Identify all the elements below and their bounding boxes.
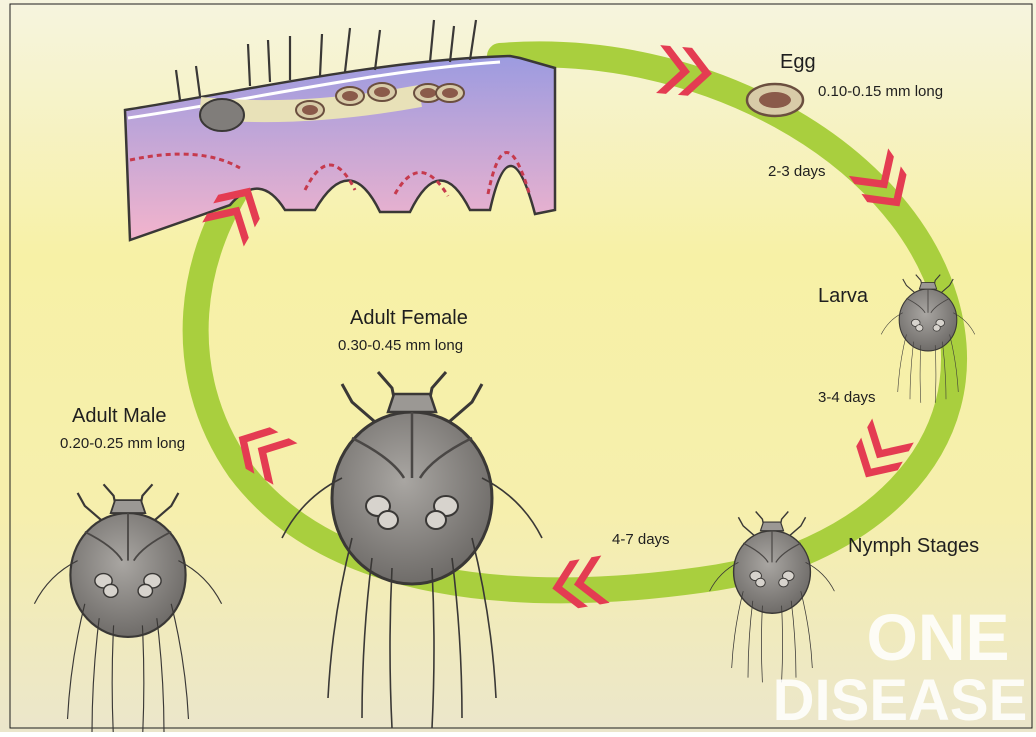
- duration-egg-to-larva: 2-3 days: [768, 163, 826, 180]
- duration-larva-to-nymph: 3-4 days: [818, 389, 876, 406]
- adult-female-label: Adult Female: [350, 307, 468, 329]
- larva-label: Larva: [818, 285, 869, 307]
- adult-male-size-label: 0.20-0.25 mm long: [60, 435, 185, 452]
- nymph-label: Nymph Stages: [848, 535, 979, 557]
- egg-size-label: 0.10-0.15 mm long: [818, 83, 943, 100]
- adult-male-label: Adult Male: [72, 405, 167, 427]
- watermark-line1: ONE: [866, 600, 1009, 674]
- egg-illustration: [747, 84, 803, 116]
- duration-nymph-to-adult: 4-7 days: [612, 531, 670, 548]
- adult-female-size-label: 0.30-0.45 mm long: [338, 337, 463, 354]
- watermark-line2: DISEASE: [773, 668, 1028, 732]
- egg-label: Egg: [780, 51, 816, 73]
